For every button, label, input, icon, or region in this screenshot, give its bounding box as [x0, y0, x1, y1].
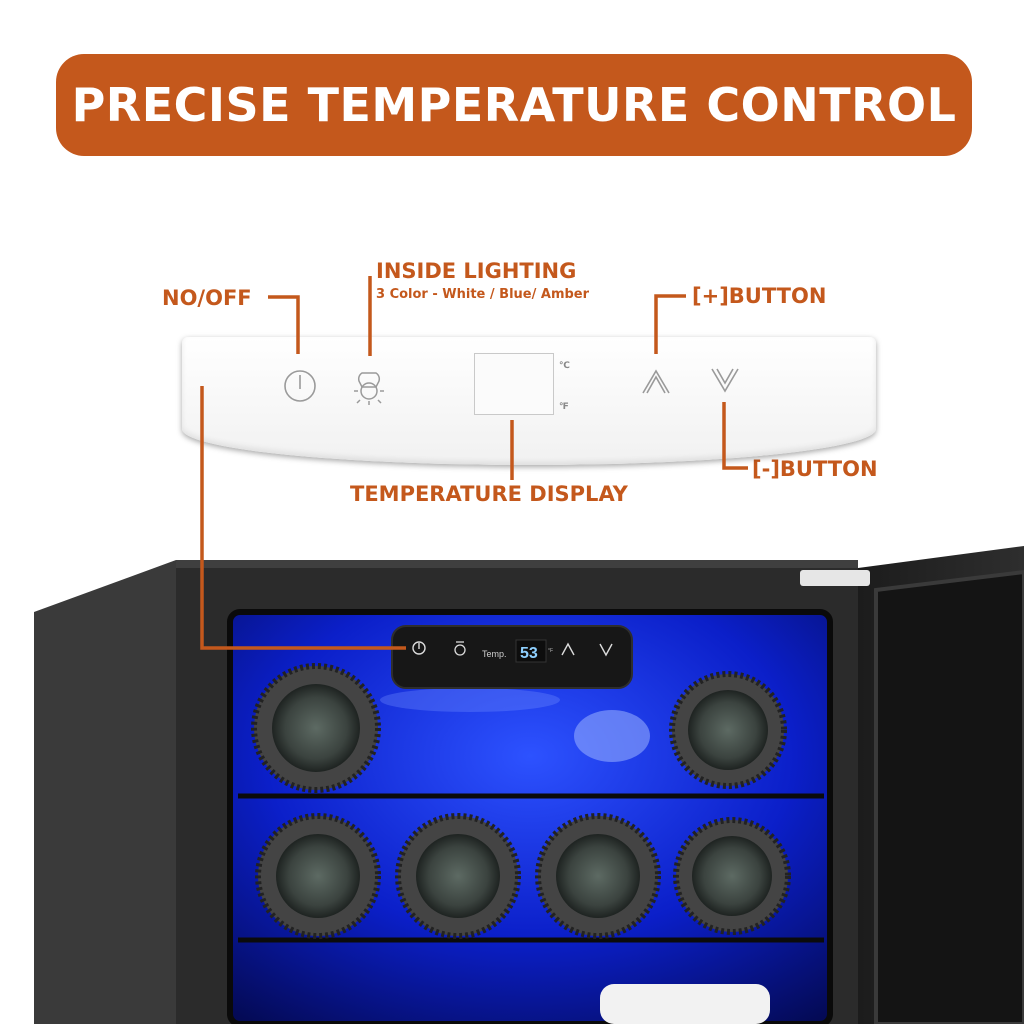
- title-banner: PRECISE TEMPERATURE CONTROL: [56, 54, 972, 156]
- bottle-end: [395, 813, 521, 939]
- fridge-temp-label: Temp.: [482, 649, 507, 659]
- bottles: [251, 663, 791, 1024]
- power-leader-line: [268, 295, 300, 354]
- fridge-up-arrow-icon[interactable]: [561, 642, 575, 656]
- down-arrow-icon[interactable]: [711, 368, 739, 393]
- bottle-highlight: [380, 688, 560, 712]
- bottle-end: [535, 813, 661, 939]
- fridge-power-icon[interactable]: [412, 641, 426, 655]
- temperature-display-window: [474, 353, 554, 415]
- celsius-unit-mark: ℃: [559, 360, 570, 370]
- fridge-temp-display-window: [515, 639, 547, 663]
- glass-door[interactable]: [800, 546, 1024, 1024]
- up-arrow-icon[interactable]: [642, 369, 670, 394]
- bottle-end: [255, 813, 381, 939]
- temperature-display-callout-label: TEMPERATURE DISPLAY: [350, 482, 628, 506]
- bottle-end: [251, 663, 381, 793]
- bottle-label-bottom: [600, 984, 770, 1024]
- bottle-highlight: [574, 710, 650, 762]
- plus-leader-line: [654, 294, 686, 354]
- banner-title: PRECISE TEMPERATURE CONTROL: [71, 78, 957, 132]
- shelf-rails: [238, 793, 824, 943]
- power-to-fridge-leader-line: [200, 386, 406, 650]
- plus-button-callout-label: [+]BUTTON: [692, 284, 827, 308]
- lighting-callout-sublabel: 3 Color - White / Blue/ Amber: [376, 287, 590, 302]
- fridge-control-strip: Temp. 53 °F: [391, 625, 633, 689]
- fahrenheit-unit-mark: ℉: [559, 401, 569, 411]
- bottle-end: [669, 671, 787, 789]
- power-callout-label: NO/OFF: [162, 286, 252, 310]
- fridge-temp-unit: °F: [548, 648, 553, 654]
- bottle-end: [673, 817, 791, 935]
- power-icon[interactable]: [284, 370, 316, 402]
- lighting-callout-label: INSIDE LIGHTING: [376, 259, 577, 283]
- fridge-temp-value: 53: [520, 645, 538, 662]
- minus-button-callout-label: [-]BUTTON: [752, 457, 878, 481]
- control-panel-icons: [284, 368, 739, 405]
- control-panel-closeup: ℃ ℉: [182, 337, 876, 465]
- minus-leader-line: [722, 402, 748, 470]
- door-hinge: [800, 570, 870, 586]
- fridge-down-arrow-icon[interactable]: [599, 643, 613, 657]
- fridge-light-icon[interactable]: [454, 641, 466, 656]
- light-bulb-icon[interactable]: [354, 372, 384, 405]
